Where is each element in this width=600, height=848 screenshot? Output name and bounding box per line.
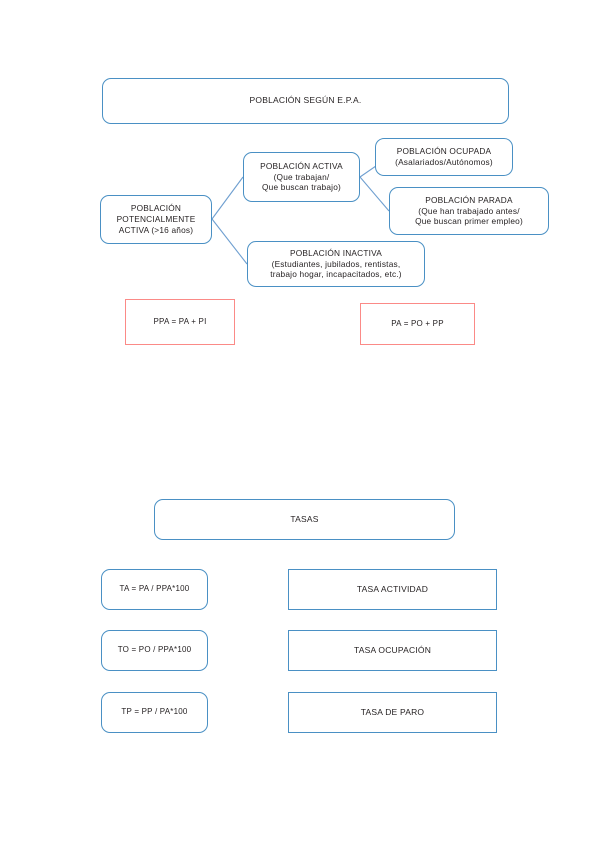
poblacion-ocupada-box: POBLACIÓN OCUPADA (Asalariados/Autónomos…: [375, 138, 513, 176]
tasa-ocupacion-name-label: TASA OCUPACIÓN: [353, 644, 432, 655]
poblacion-inactiva-box: POBLACIÓN INACTIVA (Estudiantes, jubilad…: [247, 241, 425, 287]
tasa-actividad-formula-box: TA = PA / PPA*100: [101, 569, 208, 610]
formula-ppa-label: PPA = PA + PI: [153, 316, 207, 326]
tasa-actividad-name-label: TASA ACTIVIDAD: [356, 583, 429, 594]
tasas-header-box: TASAS: [154, 499, 455, 540]
formula-pa-label: PA = PO + PP: [391, 318, 444, 328]
epa-header-box: POBLACIÓN SEGÚN E.P.A.: [102, 78, 509, 124]
tasa-ocupacion-name-box: TASA OCUPACIÓN: [288, 630, 497, 671]
tasa-ocupacion-formula-box: TO = PO / PPA*100: [101, 630, 208, 671]
poblacion-ocupada-label: POBLACIÓN OCUPADA (Asalariados/Autónomos…: [395, 146, 493, 167]
epa-header-label: POBLACIÓN SEGÚN E.P.A.: [249, 95, 362, 106]
poblacion-parada-label: POBLACIÓN PARADA (Que han trabajado ante…: [415, 194, 523, 227]
tasa-actividad-formula-label: TA = PA / PPA*100: [119, 584, 190, 594]
poblacion-parada-box: POBLACIÓN PARADA (Que han trabajado ante…: [389, 187, 549, 235]
poblacion-potencialmente-activa-box: POBLACIÓN POTENCIALMENTE ACTIVA (>16 año…: [100, 195, 212, 244]
poblacion-potencialmente-activa-label: POBLACIÓN POTENCIALMENTE ACTIVA (>16 año…: [116, 203, 196, 235]
tasa-paro-name-label: TASA DE PARO: [360, 706, 425, 717]
tasa-paro-formula-box: TP = PP / PA*100: [101, 692, 208, 733]
poblacion-activa-box: POBLACIÓN ACTIVA (Que trabajan/ Que busc…: [243, 152, 360, 202]
tasa-paro-name-box: TASA DE PARO: [288, 692, 497, 733]
tasa-ocupacion-formula-label: TO = PO / PPA*100: [117, 645, 192, 655]
formula-ppa-box: PPA = PA + PI: [125, 299, 235, 345]
tasa-paro-formula-label: TP = PP / PA*100: [121, 707, 188, 717]
formula-pa-box: PA = PO + PP: [360, 303, 475, 345]
poblacion-activa-label: POBLACIÓN ACTIVA (Que trabajan/ Que busc…: [260, 160, 343, 193]
tasa-actividad-name-box: TASA ACTIVIDAD: [288, 569, 497, 610]
tasas-header-label: TASAS: [290, 513, 319, 524]
poblacion-inactiva-label: POBLACIÓN INACTIVA (Estudiantes, jubilad…: [270, 247, 402, 280]
